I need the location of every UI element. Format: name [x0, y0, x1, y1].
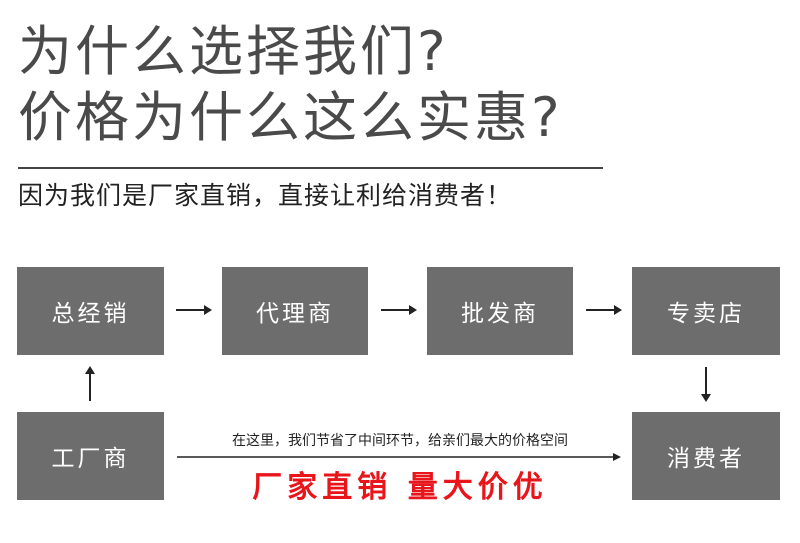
- note-text: 在这里，我们节省了中间环节，给亲们最大的价格空间: [232, 433, 568, 449]
- headline-line-2: 价格为什么这么实惠?: [18, 86, 563, 149]
- box-general-distributor: 总经销: [17, 267, 164, 355]
- box-manufacturer: 工厂商: [17, 412, 164, 500]
- divider: [18, 167, 603, 169]
- subtitle: 因为我们是厂家直销，直接让利给消费者！: [18, 181, 513, 210]
- arrow-down-icon: [701, 367, 711, 402]
- box-wholesaler: 批发商: [427, 267, 573, 355]
- arrow-direct-icon: [177, 453, 621, 461]
- slogan: 厂家直销 量大价优: [252, 470, 548, 505]
- box-specialty-store: 专卖店: [632, 267, 780, 355]
- box-consumer: 消费者: [632, 412, 780, 500]
- arrow-right-icon: [381, 305, 417, 315]
- box-agent: 代理商: [222, 267, 368, 355]
- headline-line-1: 为什么选择我们?: [18, 20, 449, 83]
- arrow-right-icon: [586, 305, 622, 315]
- arrow-up-icon: [85, 366, 95, 401]
- arrow-right-icon: [176, 305, 212, 315]
